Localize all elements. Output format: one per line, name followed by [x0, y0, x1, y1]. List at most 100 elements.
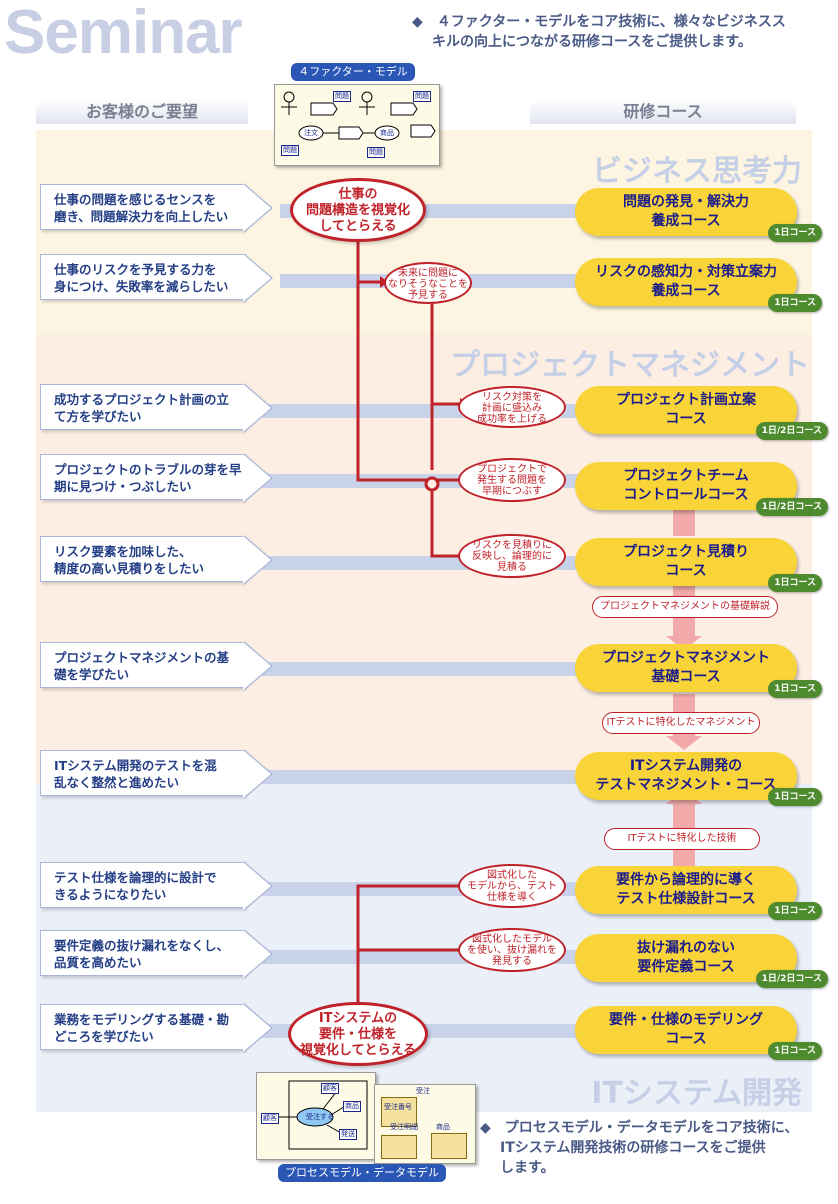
note-line: ITシステムの — [318, 1011, 398, 1026]
request-arrow — [243, 750, 271, 798]
customer-box: 顧客 — [261, 1113, 279, 1124]
duration-badge: 1日コース — [768, 574, 822, 592]
course-title-line: 抜け漏れのない — [637, 940, 735, 956]
note-visualize-requirements: ITシステムの 要件・仕様を 視覚化してとらえる — [288, 1002, 428, 1066]
course-title-line: 要件定義コース — [637, 959, 735, 975]
request-line: 精度の高い見積りをしたい — [54, 561, 205, 576]
intro-bottom-line-2: ITシステム開発技術の研修コースをご提供 — [500, 1140, 766, 1156]
request-line: て方を学びたい — [54, 409, 142, 424]
intro-line-1: ◆ ４ファクター・モデルをコア技術に、様々なビジネスス — [412, 14, 786, 30]
request-arrow — [243, 384, 271, 432]
intro-line-2: キルの向上につながる研修コースをご提供します。 — [432, 34, 752, 50]
intro-text: ◆ ４ファクター・モデルをコア技術に、様々なビジネスス キルの向上につながる研修… — [412, 12, 832, 52]
course-title-line: 要件から論理的に導く — [616, 872, 756, 888]
band-title-pm: プロジェクトマネジメント — [450, 348, 810, 383]
approach-note: 未来に問題になりそうなことを予見する — [384, 262, 472, 304]
request-box: 仕事のリスクを予見する力を身につけ、失敗率を減らしたい — [40, 254, 244, 300]
course-title-line: 養成コース — [651, 213, 721, 229]
course-button[interactable]: リスクの感知力・対策立案力養成コース — [575, 258, 797, 306]
request-arrow — [243, 254, 271, 302]
request-arrow — [243, 862, 271, 910]
model-tag-4factor: ４ファクター・モデル — [291, 63, 415, 81]
note-line: なりそうなことを — [388, 279, 468, 290]
data-model-thumbnail: 受注 受注番号 受注明細 商品 — [374, 1084, 476, 1164]
request-line: どころを学びたい — [54, 1029, 154, 1044]
request-box: 要件定義の抜け漏れをなくし、品質を高めたい — [40, 930, 244, 976]
band-title-business: ビジネス思考力 — [592, 154, 802, 189]
intro-bottom-line-3: します。 — [500, 1160, 555, 1176]
request-line: プロジェクトのトラブルの芽を早 — [54, 462, 242, 477]
note-line: モデルから、テスト — [467, 881, 557, 892]
request-box: ITシステム開発のテストを混乱なく整然と進めたい — [40, 750, 244, 796]
note-line: 計画に盛込み — [482, 403, 542, 414]
course-button[interactable]: 要件・仕様のモデリングコース — [575, 1006, 797, 1054]
duration-badge: 1日コース — [768, 1042, 822, 1060]
request-line: ITシステム開発のテストを混 — [54, 758, 217, 773]
note-line: 反映し、論理的に — [472, 551, 552, 562]
duration-badge: 1日コース — [768, 294, 822, 312]
entity-label: 受注番号 — [384, 1103, 412, 1111]
course-button[interactable]: 問題の発見・解決力養成コース — [575, 188, 797, 236]
request-box: 業務をモデリングする基礎・勘どころを学びたい — [40, 1004, 244, 1050]
request-line: プロジェクトマネジメントの基 — [54, 650, 230, 665]
note-visualize-problem: 仕事の 問題構造を視覚化 してとらえる — [290, 178, 426, 242]
request-arrow — [243, 642, 271, 690]
request-box: 成功するプロジェクト計画の立て方を学びたい — [40, 384, 244, 430]
course-button[interactable]: 要件から論理的に導くテスト仕様設計コース — [575, 866, 797, 914]
note-line: 仕事の — [338, 187, 378, 202]
entity-box — [381, 1135, 417, 1159]
course-title-line: プロジェクトマネジメント — [602, 650, 770, 666]
approach-note: リスクを見積りに反映し、論理的に見積る — [458, 534, 566, 578]
note-line: プロジェクトで — [477, 464, 547, 475]
course-title-line: プロジェクトチーム — [623, 468, 749, 484]
entity-box — [381, 1097, 417, 1127]
connector-bar — [256, 770, 580, 784]
band-title-it: ITシステム開発 — [591, 1076, 802, 1111]
process-model-thumbnail: 顧客 受注する 商品 発送 顧客 — [256, 1072, 376, 1160]
duration-badge: 1日コース — [768, 680, 822, 698]
note-line: 見積る — [497, 562, 527, 573]
approach-note: 図式化したモデルから、テスト仕様を導く — [458, 864, 566, 908]
request-line: きるようになりたい — [54, 887, 167, 902]
course-button[interactable]: プロジェクト見積りコース — [575, 538, 797, 586]
course-title-line: コース — [665, 563, 707, 579]
request-arrow — [243, 454, 271, 502]
note-line: 成功率を上げる — [477, 414, 547, 425]
note-line: 図式化したモデル — [472, 934, 552, 945]
prereq-label-it-test-mgmt: ITテストに特化したマネジメント — [602, 712, 760, 734]
course-title-line: ITシステム開発の — [629, 758, 743, 774]
intro-bottom-text: ◆ プロセスモデル・データモデルをコア技術に、 ITシステム開発技術の研修コース… — [480, 1118, 820, 1178]
course-title-line: テストマネジメント・コース — [595, 777, 777, 793]
prereq-label-it-test-tech: ITテストに特化した技術 — [604, 828, 760, 850]
product-label: 商品 — [380, 129, 394, 137]
column-header-requests: お客様のご要望 — [36, 98, 248, 124]
request-line: 身につけ、失敗率を減らしたい — [54, 279, 229, 294]
duration-badge: 1日コース — [768, 788, 822, 806]
course-button[interactable]: ITシステム開発のテストマネジメント・コース — [575, 752, 797, 800]
customer-box: 顧客 — [321, 1083, 339, 1094]
duration-badge: 1日/2日コース — [755, 970, 828, 988]
duration-badge: 1日コース — [768, 902, 822, 920]
course-title-line: 基礎コース — [651, 669, 721, 685]
request-line: 磨き、問題解決力を向上したい — [54, 209, 229, 224]
request-box: プロジェクトのトラブルの芽を早期に見つけ・つぶしたい — [40, 454, 244, 500]
page-title: Seminar — [4, 0, 243, 67]
entity-label: 受注 — [416, 1087, 430, 1095]
course-title-line: コース — [665, 411, 707, 427]
problem-box: 問題 — [281, 145, 299, 156]
note-line: してとらえる — [319, 219, 397, 234]
note-line: を使い、抜け漏れを — [467, 945, 557, 956]
duration-badge: 1日コース — [768, 224, 822, 242]
process-label: 受注する — [306, 1113, 334, 1121]
request-box: テスト仕様を論理的に設計できるようになりたい — [40, 862, 244, 908]
four-factor-model-thumbnail: 問題 問題 問題 問題 注文 商品 — [274, 84, 440, 166]
entity-label: 受注明細 — [390, 1123, 418, 1131]
request-arrow — [243, 184, 271, 232]
approach-note: リスク対策を計画に盛込み成功率を上げる — [458, 386, 566, 428]
process-diagram-icon — [277, 1080, 368, 1150]
request-line: 成功するプロジェクト計画の立 — [54, 392, 230, 407]
duration-badge: 1日/2日コース — [755, 422, 828, 440]
course-title-line: 養成コース — [651, 283, 721, 299]
note-line: 要件・仕様を — [318, 1027, 397, 1042]
course-button[interactable]: プロジェクトマネジメント基礎コース — [575, 644, 797, 692]
